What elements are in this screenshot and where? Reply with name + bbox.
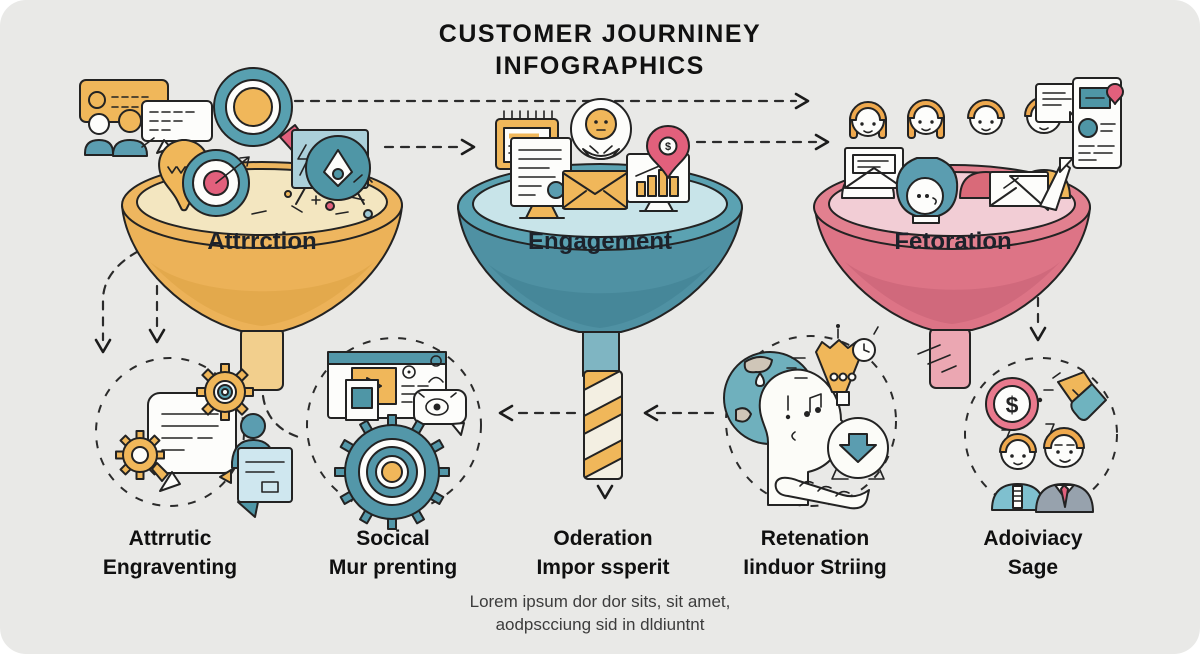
stage-label-4: Retenation Iinduor Striing (690, 524, 940, 582)
envelope-icon (844, 147, 904, 189)
dollar-glyph: $ (1006, 392, 1019, 418)
funnel-label-retention: Fetoration (894, 228, 1012, 255)
dollar-coin-icon: $ (985, 377, 1039, 431)
thinking-head-icon (758, 368, 852, 506)
speech-note-icon (147, 392, 237, 492)
engagement-icons: $ (495, 98, 690, 219)
caption-line-2: aodpscciung sid in dldiuntnt (495, 615, 705, 634)
caption: Lorem ipsum dor dor sits, sit amet, aodp… (340, 590, 860, 636)
page-title: CUSTOMER JOURNINEY INFOGRAPHICS (250, 18, 950, 82)
caption-line-1: Lorem ipsum dor dor sits, sit amet, (469, 592, 731, 611)
pen-tool-icon (305, 135, 371, 201)
magnifier-icon (213, 67, 315, 162)
stage-label-2: Socical Mur prenting (268, 524, 518, 582)
funnel-label-engagement: Engagement (527, 228, 673, 255)
retention-icons (841, 77, 1124, 224)
price-pin-icon: $ (646, 125, 690, 179)
gears-icon (115, 363, 254, 482)
stage-3-line-1: Oderation (553, 527, 653, 550)
stage-2-line-2: Mur prenting (328, 556, 458, 579)
title-line-1: CUSTOMER JOURNINEY (438, 20, 762, 48)
stage-circle-4 (964, 357, 1118, 511)
target-icon (182, 149, 250, 217)
person-card-icon (219, 413, 293, 518)
circle-2-icons (327, 351, 467, 530)
eye-bubble-icon (413, 389, 467, 436)
avatar-icon (570, 98, 632, 160)
stage-3-line-2: Impor ssperit (536, 556, 670, 579)
document-monitor-icon (510, 137, 572, 219)
business-people-icon (991, 423, 1094, 513)
gear-icon (334, 414, 450, 530)
stage-5-line-1: Adoiviacy (983, 527, 1083, 550)
stage-4-line-2: Iinduor Striing (743, 556, 887, 579)
stage-4-line-1: Retenation (760, 527, 870, 550)
stage-label-1: Attrrutic Engraventing (45, 524, 295, 582)
download-orb-icon (827, 417, 889, 480)
pen-icon (1037, 371, 1107, 421)
people-icon (84, 109, 155, 157)
circle-4-icons: $ (985, 371, 1107, 513)
circle-3-icons (723, 324, 889, 510)
envelope-icon (562, 170, 628, 210)
title-line-2: INFOGRAPHICS (495, 52, 705, 80)
hand-icon (774, 476, 870, 510)
open-letter-icon (989, 161, 1071, 211)
stage-label-5: Adoiviacy Sage (908, 524, 1158, 582)
stage-5-line-2: Sage (1007, 556, 1059, 579)
attraction-icons (79, 67, 371, 217)
circle-1-icons (115, 363, 293, 518)
stage-2-line-1: Socical (356, 527, 430, 550)
funnel-engagement (457, 163, 743, 480)
profile-card-icon (1035, 77, 1124, 173)
funnel-label-attraction: Attrrction (207, 228, 317, 255)
dollar-glyph: $ (665, 141, 671, 153)
mini-funnel-icon (786, 324, 879, 406)
stage-circle-2 (306, 337, 482, 513)
idea-bulb-icon (895, 157, 959, 224)
stage-1-line-1: Attrrutic (128, 527, 212, 550)
stage-circle-3 (725, 335, 897, 507)
stage-1-line-2: Engraventing (102, 556, 238, 579)
stage-label-3: Oderation Impor ssperit (478, 524, 728, 582)
